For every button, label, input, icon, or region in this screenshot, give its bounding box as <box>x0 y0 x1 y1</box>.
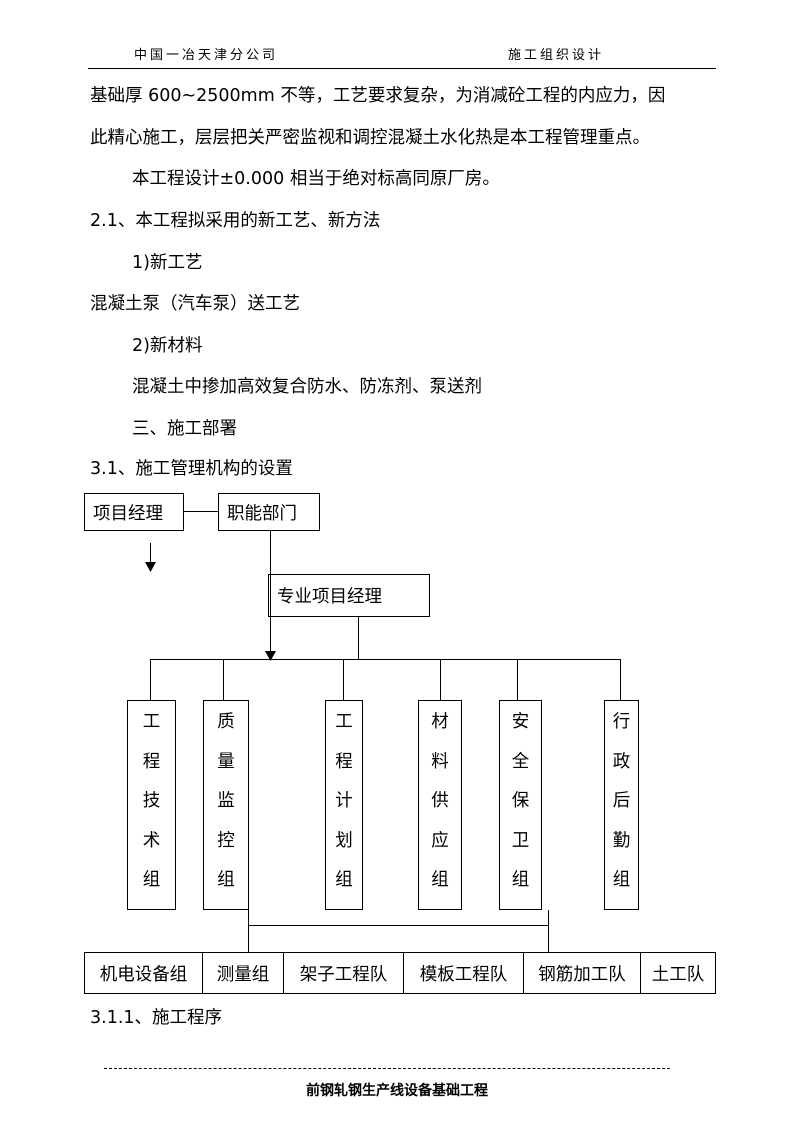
drop-line <box>150 659 151 700</box>
team-electromechanical: 机电设备组 <box>85 953 203 993</box>
group-char: 安 <box>511 712 530 732</box>
group-char: 组 <box>511 870 530 891</box>
group-char: 卫 <box>511 830 530 851</box>
group-char: 量 <box>217 751 235 772</box>
connector-specialist-down <box>358 617 359 659</box>
header-rule <box>88 68 716 69</box>
group-char: 后 <box>612 791 631 812</box>
group-char: 技 <box>142 791 161 812</box>
connector-lower-drop <box>548 925 549 952</box>
group-char: 监 <box>217 791 235 812</box>
team-scaffolding: 架子工程队 <box>284 953 404 993</box>
team-survey: 测量组 <box>203 953 284 993</box>
group-char: 料 <box>431 751 449 772</box>
team-formwork: 模板工程队 <box>404 953 524 993</box>
group-char: 工 <box>142 712 161 732</box>
connector-lower-drop <box>248 925 249 952</box>
section-2-1-heading: 2.1、本工程拟采用的新工艺、新方法 <box>90 211 381 231</box>
connector-lower-right <box>548 910 549 926</box>
project-manager-box: 项目经理 <box>84 493 184 531</box>
group-char: 供 <box>431 791 449 812</box>
group-char: 保 <box>511 791 530 812</box>
group-char: 术 <box>142 830 161 851</box>
header-company: 中国一冶天津分公司 <box>134 48 279 63</box>
group-quality-control: 质 量 监 控 组 <box>203 700 249 910</box>
item-2-text: 混凝土中掺加高效复合防水、防冻剂、泵送剂 <box>132 377 482 397</box>
group-char: 划 <box>335 830 353 851</box>
connector-dept-down <box>270 531 271 653</box>
section-3-1-heading: 3.1、施工管理机构的设置 <box>90 459 293 479</box>
group-material-supply: 材 料 供 应 组 <box>418 700 462 910</box>
connector-lower-horizontal <box>248 925 549 926</box>
group-char: 应 <box>431 830 449 851</box>
group-char: 材 <box>431 712 449 732</box>
distribution-line <box>150 659 620 660</box>
drop-line <box>517 659 518 700</box>
team-rebar: 钢筋加工队 <box>524 953 641 993</box>
specialist-manager-label: 专业项目经理 <box>277 587 382 607</box>
specialist-manager-box: 专业项目经理 <box>268 574 430 617</box>
item-1-text: 混凝土泵（汽车泵）送工艺 <box>90 294 300 314</box>
drop-line <box>620 659 621 700</box>
item-1-label: 1)新工艺 <box>132 253 203 273</box>
group-char: 政 <box>612 751 631 772</box>
connector-manager-dept <box>184 511 218 512</box>
item-2-label: 2)新材料 <box>132 336 203 356</box>
section-3-1-1-heading: 3.1.1、施工程序 <box>90 1008 223 1028</box>
functional-dept-box: 职能部门 <box>218 493 320 531</box>
group-char: 程 <box>142 751 161 772</box>
header-doc-title: 施工组织设计 <box>508 48 605 63</box>
section-3-heading: 三、施工部署 <box>132 419 237 439</box>
group-engineering-plan: 工 程 计 划 组 <box>325 700 363 910</box>
group-char: 计 <box>335 791 353 812</box>
drop-line <box>440 659 441 700</box>
group-char: 组 <box>335 870 353 891</box>
drop-line <box>343 659 344 700</box>
body-line-3: 本工程设计±0.000 相当于绝对标高同原厂房。 <box>132 169 500 189</box>
teams-row: 机电设备组 测量组 架子工程队 模板工程队 钢筋加工队 土工队 <box>84 952 716 994</box>
group-char: 行 <box>612 712 631 732</box>
group-char: 控 <box>217 830 235 851</box>
group-char: 组 <box>217 870 235 891</box>
connector-lower-left <box>248 910 249 926</box>
group-char: 全 <box>511 751 530 772</box>
body-line-1: 基础厚 600~2500mm 不等，工艺要求复杂，为消减砼工程的内应力，因 <box>90 86 666 106</box>
group-engineering-tech: 工 程 技 术 组 <box>127 700 176 910</box>
group-char: 勤 <box>612 830 631 851</box>
group-safety-security: 安 全 保 卫 组 <box>499 700 542 910</box>
footer-rule <box>104 1068 670 1069</box>
body-line-2: 此精心施工，层层把关严密监视和调控混凝土水化热是本工程管理重点。 <box>90 128 650 148</box>
group-char: 质 <box>217 712 235 732</box>
drop-line <box>223 659 224 700</box>
footer-project-title: 前钢轧钢生产线设备基础工程 <box>306 1083 488 1099</box>
group-char: 程 <box>335 751 353 772</box>
functional-dept-label: 职能部门 <box>227 503 297 524</box>
arrow-down-icon <box>145 562 156 572</box>
group-char: 组 <box>612 870 631 891</box>
group-char: 工 <box>335 712 353 732</box>
team-earthwork: 土工队 <box>651 964 705 985</box>
arrow-down-icon <box>265 651 276 661</box>
arrow-shaft-left <box>150 543 151 565</box>
group-char: 组 <box>142 870 161 891</box>
group-char: 组 <box>431 870 449 891</box>
project-manager-label: 项目经理 <box>93 503 163 524</box>
group-admin-logistics: 行 政 后 勤 组 <box>604 700 639 910</box>
